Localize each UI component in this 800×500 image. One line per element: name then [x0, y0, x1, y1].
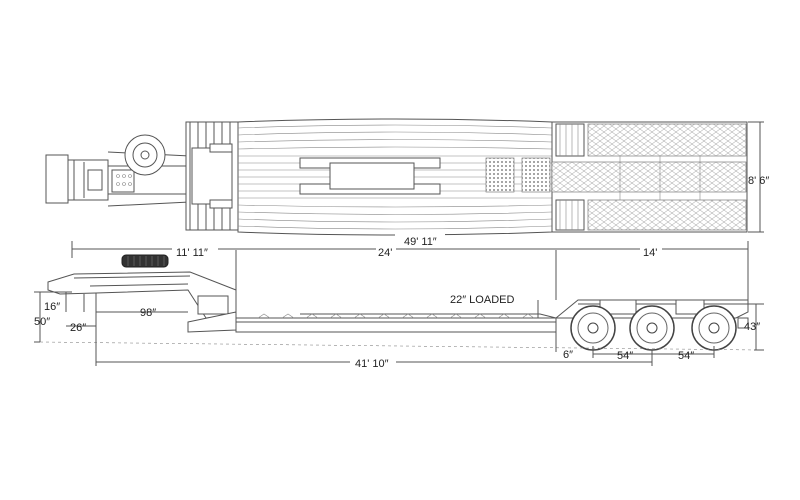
fifth-wheel-height-label: 50″: [34, 316, 50, 328]
rear-deck-top: [551, 121, 748, 233]
width-dimension-label: 8' 6″: [748, 175, 769, 187]
rear-deck-height-label: 43″: [744, 321, 760, 333]
gooseneck-length-label: 11' 11″: [176, 247, 208, 259]
wheel-3: [691, 305, 737, 351]
ground-clearance-label: 6″: [563, 349, 573, 361]
width-dimension: 8' 6″: [748, 121, 769, 233]
wheel-1: [570, 305, 616, 351]
side-view: 49' 11″ 11' 11″ 24' 14': [34, 234, 764, 370]
loaded-height-label: 22″ LOADED: [450, 294, 514, 306]
kingpin-to-neck-label: 98″: [140, 307, 156, 319]
rear-section-length-label: 14': [643, 247, 657, 259]
spare-wheel-top: [124, 134, 166, 176]
gooseneck-top: [45, 151, 191, 207]
spare-tire-side: [121, 254, 169, 268]
axle-spacing-2-label: 54″: [678, 350, 694, 362]
axle-dimensions: 6″ 54″ 54″ 43″: [555, 303, 764, 362]
ground-line: [39, 341, 761, 351]
top-view: 8' 6″: [45, 118, 769, 236]
overall-length-label: 49' 11″: [404, 236, 437, 248]
front-height-label: 16″: [44, 301, 60, 313]
main-deck-side: 22″ LOADED: [235, 294, 557, 333]
main-deck-top: [237, 118, 553, 236]
front-dimensions: 16″ 50″ 26″ 98″ 41' 10″: [34, 291, 653, 370]
axle-spacing-1-label: 54″: [617, 350, 633, 362]
wheel-2: [629, 305, 675, 351]
gooseneck-side: [47, 271, 237, 333]
deck-length-label: 24': [378, 247, 392, 259]
kingpin-offset-label: 26″: [70, 322, 86, 334]
kingpin-to-axle-label: 41' 10″: [355, 358, 389, 370]
length-dimension-line: 49' 11″ 11' 11″ 24' 14': [71, 234, 749, 300]
neck-hinge-top: [185, 121, 239, 231]
